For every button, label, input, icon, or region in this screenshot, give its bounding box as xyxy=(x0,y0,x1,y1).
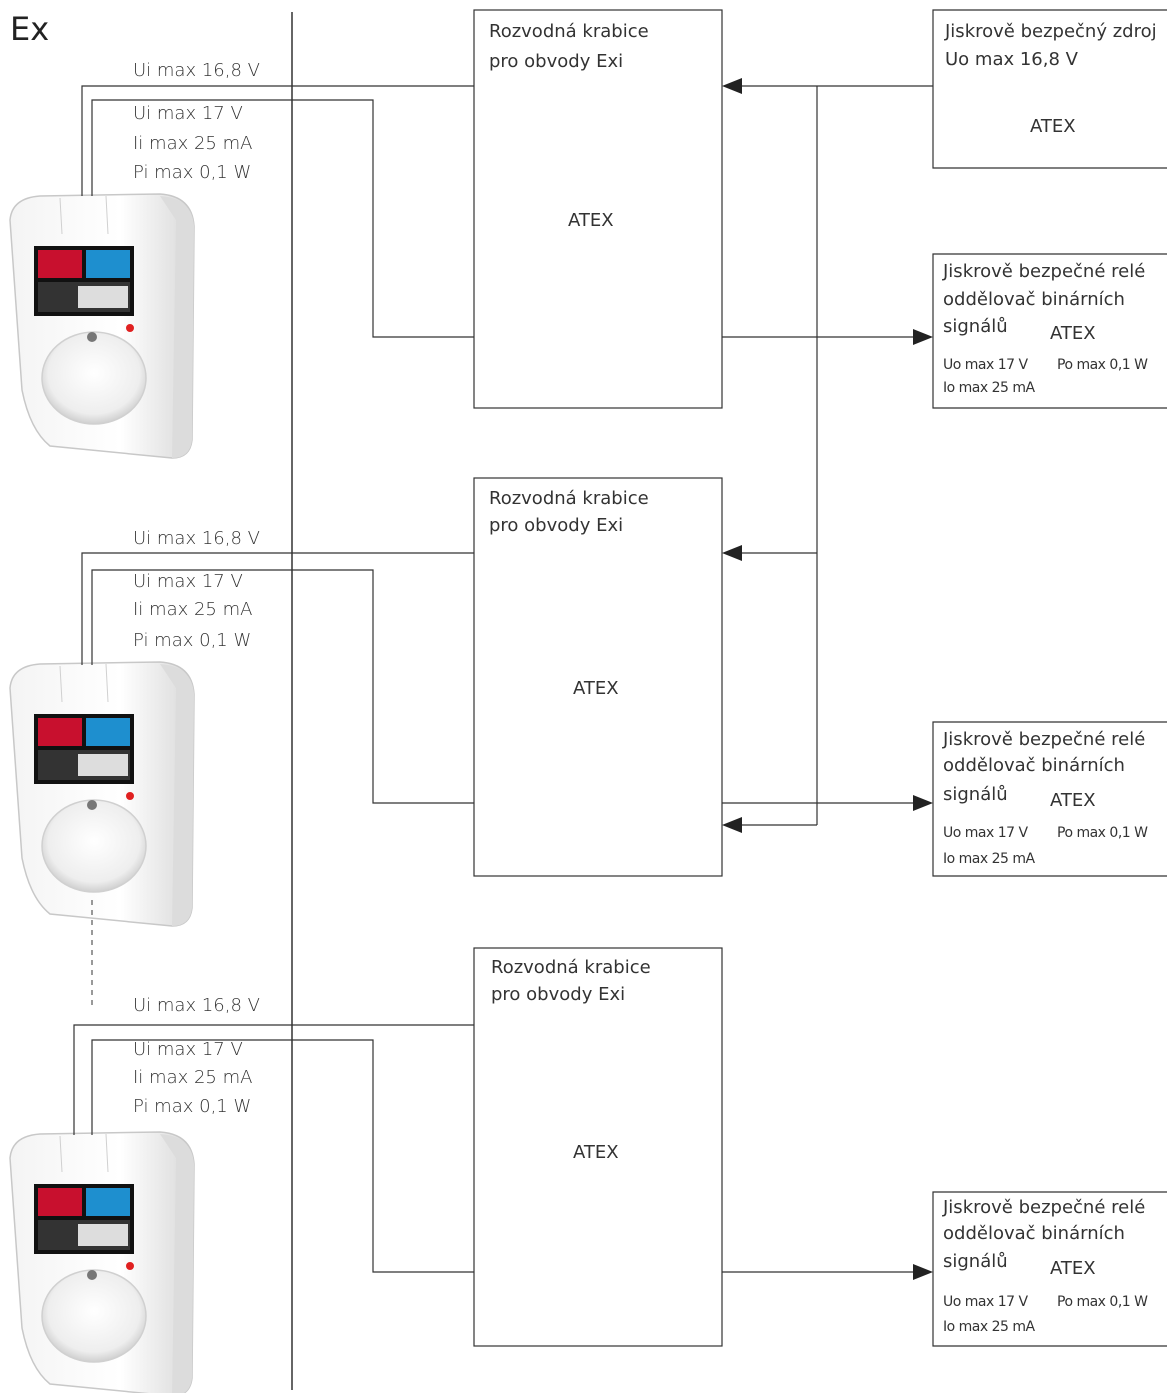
relay-2-io: Io max 25 mA xyxy=(943,851,1035,867)
source-voltage: Uo max 16,8 V xyxy=(945,49,1078,70)
relay-2-uo: Uo max 17 V xyxy=(943,825,1028,841)
arrow-into-relay-1 xyxy=(913,329,933,345)
relay-3-subtitle: oddělovač binárních xyxy=(943,1223,1125,1244)
junction-box-1 xyxy=(473,9,723,409)
relay-2-title: Jiskrově bezpečné relé xyxy=(943,729,1146,750)
junction-box-1-title: Rozvodná krabice xyxy=(489,21,649,42)
relay-3-uo: Uo max 17 V xyxy=(943,1294,1028,1310)
relay-2-atex: ATEX xyxy=(1050,790,1096,811)
supply-voltage-label-3: Ui max 16,8 V xyxy=(133,995,260,1016)
junction-box-2 xyxy=(473,477,723,877)
arrow-into-relay-2 xyxy=(913,795,933,811)
relay-box-2 xyxy=(932,721,1167,877)
source-box xyxy=(932,9,1167,169)
relay-1-subtitle: oddělovač binárních xyxy=(943,289,1125,310)
relay-3-io: Io max 25 mA xyxy=(943,1319,1035,1335)
junction-box-2-title: Rozvodná krabice xyxy=(489,488,649,509)
junction-box-3 xyxy=(473,947,723,1347)
relay-box-1 xyxy=(932,253,1167,409)
junction-box-1-atex: ATEX xyxy=(568,210,614,231)
relay-2-signals: signálů xyxy=(943,784,1008,805)
junction-box-2-subtitle: pro obvody Exi xyxy=(489,515,624,536)
arrow-into-box-3 xyxy=(722,817,742,833)
source-title: Jiskrově bezpečný zdroj xyxy=(945,21,1157,42)
source-atex: ATEX xyxy=(1030,116,1076,137)
signal-wire-1 xyxy=(91,99,474,338)
junction-box-1-subtitle: pro obvody Exi xyxy=(489,51,624,72)
ex-zone-label: Ex xyxy=(10,10,50,48)
ui-label-2: Ui max 17 V xyxy=(133,571,243,592)
ui-label-3: Ui max 17 V xyxy=(133,1039,243,1060)
supply-wire-3 xyxy=(73,1024,474,1135)
relay-2-po: Po max 0,1 W xyxy=(1057,825,1148,841)
supply-voltage-label-2: Ui max 16,8 V xyxy=(133,528,260,549)
relay-1-io: Io max 25 mA xyxy=(943,380,1035,396)
relay-1-uo: Uo max 17 V xyxy=(943,357,1028,373)
ii-label-2: Ii max 25 mA xyxy=(133,599,253,620)
relay-1-signals: signálů xyxy=(943,316,1008,337)
relay-3-signals: signálů xyxy=(943,1251,1008,1272)
relay-3-title: Jiskrově bezpečné relé xyxy=(943,1197,1146,1218)
arrow-into-box-2 xyxy=(722,545,742,561)
junction-box-2-atex: ATEX xyxy=(573,678,619,699)
ii-label-1: Ii max 25 mA xyxy=(133,133,253,154)
arrow-into-relay-3 xyxy=(913,1264,933,1280)
ui-label-1: Ui max 17 V xyxy=(133,103,243,124)
relay-3-atex: ATEX xyxy=(1050,1258,1096,1279)
ii-label-3: Ii max 25 mA xyxy=(133,1067,253,1088)
supply-voltage-label-1: Ui max 16,8 V xyxy=(133,60,260,81)
relay-box-3 xyxy=(932,1191,1167,1347)
junction-box-3-title: Rozvodná krabice xyxy=(491,957,651,978)
junction-box-3-subtitle: pro obvody Exi xyxy=(491,984,626,1005)
supply-wire-2 xyxy=(81,552,474,665)
signal-wire-2 xyxy=(91,569,474,804)
pi-label-1: Pi max 0,1 W xyxy=(133,162,252,183)
detector-device-1 xyxy=(9,193,195,459)
pi-label-2: Pi max 0,1 W xyxy=(133,630,252,651)
arrow-into-box-1 xyxy=(722,78,742,94)
relay-3-po: Po max 0,1 W xyxy=(1057,1294,1148,1310)
detector-device-2 xyxy=(9,661,195,927)
relay-1-title: Jiskrově bezpečné relé xyxy=(943,261,1146,282)
relay-2-subtitle: oddělovač binárních xyxy=(943,755,1125,776)
signal-wire-3 xyxy=(91,1039,474,1273)
detector-device-3 xyxy=(9,1131,195,1393)
junction-box-3-atex: ATEX xyxy=(573,1142,619,1163)
relay-1-atex: ATEX xyxy=(1050,323,1096,344)
relay-1-po: Po max 0,1 W xyxy=(1057,357,1148,373)
pi-label-3: Pi max 0,1 W xyxy=(133,1096,252,1117)
supply-wire-1 xyxy=(81,85,474,196)
